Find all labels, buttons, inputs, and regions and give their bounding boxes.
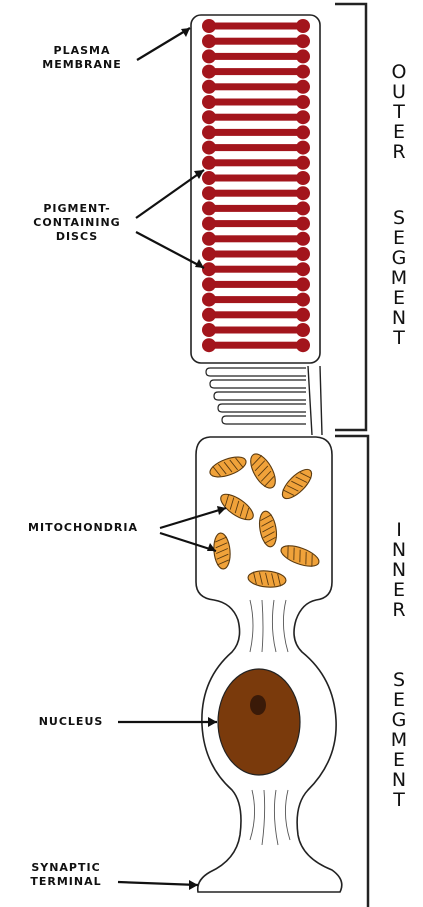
vertical-letter: N [387,560,411,580]
vertical-letter: M [387,268,411,288]
vertical-letter: N [387,308,411,328]
vertical-letter: O [387,62,411,82]
pigment-discs-label-line1: PIGMENT- [20,202,134,216]
vertical-letter: E [387,580,411,600]
plasma-membrane-label-line2: MEMBRANE [30,58,134,72]
nucleus-label: NUCLEUS [26,715,116,729]
membrane-folds [206,368,306,424]
membrane-fold [222,416,306,424]
vertical-letter: S [387,670,411,690]
membrane-fold [206,368,306,376]
nucleolus [250,695,266,715]
vertical-letter: N [387,540,411,560]
nucleus [218,669,300,775]
vertical-letter: G [387,710,411,730]
membrane-fold [210,380,306,388]
pigment-discs-label-line3: DISCS [20,230,134,244]
synaptic-terminal-label-line2: TERMINAL [16,875,116,889]
connecting-cilium [308,366,322,435]
vertical-letter: G [387,248,411,268]
vertical-letter: E [387,750,411,770]
vertical-letter: E [387,122,411,142]
vertical-letter: T [387,102,411,122]
vertical-letter: U [387,82,411,102]
synaptic-terminal-label-line1: SYNAPTIC [16,861,116,875]
vertical-letter: E [387,690,411,710]
plasma-membrane-label-line1: PLASMA [30,44,134,58]
vertical-letter: N [387,770,411,790]
outer-segment-bracket [335,4,366,430]
vertical-letter: R [387,142,411,162]
vertical-letter: E [387,288,411,308]
arrowhead-synaptic [189,880,198,890]
vertical-letter: E [387,228,411,248]
plasma-membrane-label: PLASMA MEMBRANE [30,44,134,72]
inner-segment-bracket [335,436,368,907]
vertical-letter: R [387,600,411,620]
pigment-discs-label: PIGMENT- CONTAINING DISCS [20,202,134,244]
vertical-letter: T [387,790,411,810]
membrane-fold [218,404,306,412]
plasma-membrane-pointer [137,28,190,60]
inner-segment-outline [196,437,342,892]
synaptic-terminal-pointer [118,882,198,885]
membrane-fold [214,392,306,400]
vertical-letter: M [387,730,411,750]
synaptic-terminal-label: SYNAPTIC TERMINAL [16,861,116,889]
mitochondria-label: MITOCHONDRIA [8,521,158,535]
vertical-letter: I [387,520,411,540]
vertical-letter: T [387,328,411,348]
vertical-letter: S [387,208,411,228]
pigment-discs-label-line2: CONTAINING [20,216,134,230]
